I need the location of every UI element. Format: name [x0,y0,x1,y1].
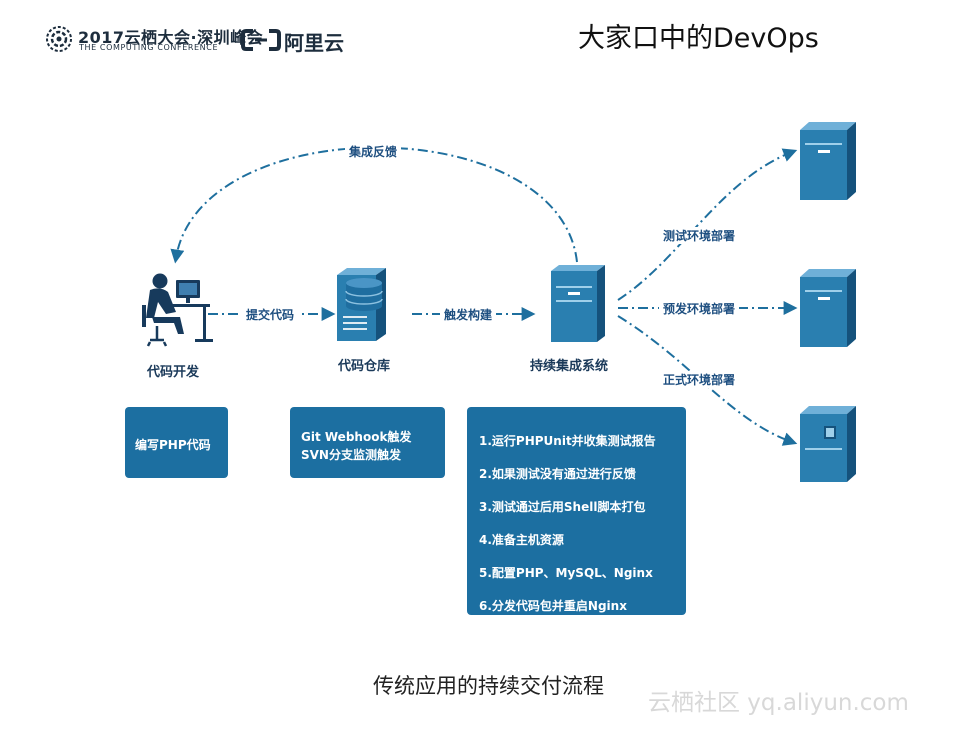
ci-server-icon [551,265,605,342]
dev-panel: 编写PHP代码 [125,407,228,478]
repo-node-label: 代码仓库 [338,359,391,374]
feedback-arrow [170,146,578,264]
slide-title: 大家口中的DevOps [578,23,819,54]
submit-code-label: 提交代码 [242,306,299,323]
conference-subtitle: THE COMPUTING CONFERENCE [79,43,219,52]
diagram-caption: 传统应用的持续交付流程 [373,674,604,698]
ci-node-label: 持续集成系统 [530,359,609,374]
dev-panel-line: 编写PHP代码 [135,438,211,452]
aliyun-logo-icon [241,29,281,51]
conference-logo-icon [46,26,72,52]
ci-panel: 1.运行PHPUnit并收集测试报告 2.如果测试没有通过进行反馈 3.测试通过… [467,407,686,615]
repo-panel-line: SVN分支监测触发 [301,448,401,462]
conference-name: 2017云栖大会·深圳峰会 [78,28,264,47]
ci-step: 5.配置PHP、MySQL、Nginx [479,566,653,580]
dev-node-label: 代码开发 [147,365,200,380]
deploy-test-arrow [617,148,798,301]
brand-name: 阿里云 [284,31,344,55]
code-repository-icon [337,268,386,341]
ci-step: 6.分发代码包并重启Nginx [479,599,627,613]
developer-icon [142,273,213,347]
ci-step: 2.如果测试没有通过进行反馈 [479,467,636,481]
test-server-icon [800,122,856,200]
deploy-prod-label: 正式环境部署 [659,371,740,388]
ci-step: 3.测试通过后用Shell脚本打包 [479,500,646,514]
prod-server-icon [800,406,856,482]
repo-panel: Git Webhook触发 SVN分支监测触发 [290,407,445,478]
watermark: 云栖社区 yq.aliyun.com [648,690,909,716]
repo-panel-line: Git Webhook触发 [301,430,412,444]
pre-server-icon [800,269,856,347]
ci-step: 1.运行PHPUnit并收集测试报告 [479,434,656,448]
feedback-label: 集成反馈 [345,143,402,160]
deploy-test-label: 测试环境部署 [659,227,740,244]
trigger-build-label: 触发构建 [440,306,497,323]
deploy-pre-label: 预发环境部署 [659,300,740,317]
ci-step: 4.准备主机资源 [479,533,564,547]
